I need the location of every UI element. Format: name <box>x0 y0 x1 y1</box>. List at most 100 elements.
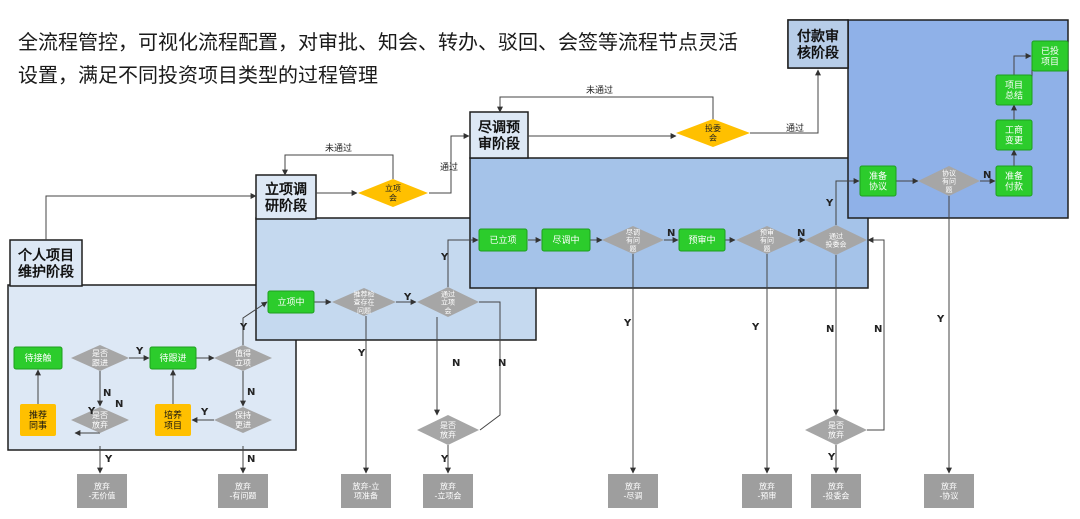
node-layer: 待接触推荐同事是否跟进是否放弃待跟进培养项目值得立项保持更进立项中推荐检查存在问… <box>13 40 1069 508</box>
outcome-label-line: 放弃 <box>440 481 456 491</box>
connector <box>447 237 479 287</box>
node-lixianghui: 立项会 <box>358 179 428 207</box>
node-label-line: 立项中 <box>277 296 304 308</box>
outcome-label-line: -协议 <box>940 491 959 501</box>
node-label-line: 待跟进 <box>159 352 186 364</box>
node-box <box>859 165 897 197</box>
node-label-line: 题 <box>764 245 771 253</box>
stage-title-s2-line: 立项调 <box>265 181 307 198</box>
node-label-line: 会 <box>709 133 717 143</box>
node-lixiangzhong: 立项中 <box>267 290 315 314</box>
stage-title-s2-line: 研阶段 <box>265 197 307 214</box>
decision-diamond <box>71 407 129 433</box>
node-label-line: 工商 <box>1005 124 1023 136</box>
outcome-label-line: -投委会 <box>823 491 850 501</box>
node-box <box>13 346 63 370</box>
node-label-line: 是否 <box>92 349 108 358</box>
node-box <box>995 119 1033 151</box>
node-label-line: 会 <box>389 193 397 203</box>
outcome-label-line: -预审 <box>758 491 777 501</box>
node-label-line: 项目 <box>164 421 182 432</box>
edge-label: Y <box>936 314 945 325</box>
node-box <box>541 228 591 252</box>
node-touweihui: 投委会 <box>676 119 750 147</box>
decision-diamond <box>417 287 479 317</box>
node-label-line: 是否 <box>440 421 456 430</box>
connector <box>835 178 860 225</box>
edge-label: Y <box>403 292 412 303</box>
node-label-line: 问题 <box>357 307 371 315</box>
connector-layer <box>35 53 1033 474</box>
node-box <box>995 165 1033 197</box>
outcome-label-line: -有问题 <box>230 491 257 501</box>
node-box <box>155 404 191 436</box>
node-box <box>678 228 726 252</box>
edge-label: Y <box>200 407 209 418</box>
outcome-o2: 放弃-有问题 <box>218 474 268 508</box>
decision-diamond <box>358 179 428 207</box>
outcome-label-line: 放弃 <box>941 481 957 491</box>
edge-label: Y <box>440 454 449 465</box>
decision-diamond <box>332 288 396 316</box>
node-label-line: 协议 <box>942 168 956 177</box>
stage-title-s3-line: 审阶段 <box>478 135 520 152</box>
edge-label: Y <box>87 406 96 417</box>
edge-label: N <box>498 358 506 369</box>
outcome-o8: 放弃-协议 <box>924 474 974 508</box>
outcome-label-line: 放弃 <box>759 481 775 491</box>
node-label-line: 题 <box>946 186 953 194</box>
stage-title-s1-line: 维护阶段 <box>18 263 74 280</box>
intro-line-1: 全流程管控，可视化流程配置，对审批、知会、转办、驳回、会签等流程节点灵活 <box>18 30 738 54</box>
decision-diamond <box>918 166 980 196</box>
node-label-line: 准备 <box>1005 170 1023 182</box>
node-label-line: 值得 <box>235 348 251 358</box>
edge-label: N <box>667 228 675 239</box>
edge-label: N <box>247 454 255 465</box>
connector <box>429 133 470 194</box>
node-label-line: 已投 <box>1041 45 1059 57</box>
node-label-line: 放弃 <box>440 430 456 440</box>
node-label-line: 通过 <box>829 231 843 240</box>
node-box <box>478 228 528 252</box>
outcome-o6: 放弃-预审 <box>742 474 792 508</box>
stage-title-s1-line: 个人项目 <box>17 247 74 264</box>
node-label-line: 有问 <box>942 177 956 186</box>
node-label-line: 培养 <box>164 409 182 421</box>
outcome-label-line: -尽调 <box>624 492 643 501</box>
edge-label: 通过 <box>440 161 458 173</box>
outcome-box <box>218 474 268 508</box>
node-box <box>20 404 56 436</box>
node-label-line: 尽调 <box>626 227 640 236</box>
node-label-line: 立项 <box>385 183 401 193</box>
outcome-box <box>811 474 861 508</box>
outcome-box <box>742 474 792 508</box>
edge-label: N <box>797 228 805 239</box>
node-label-line: 题 <box>630 245 637 253</box>
node-daijiechu: 待接触 <box>13 346 63 370</box>
node-yushenzhong: 预审中 <box>678 228 726 252</box>
stage-title-s4-line: 核阶段 <box>797 44 839 61</box>
edge-label: Y <box>135 346 144 357</box>
intro-line-2: 设置，满足不同投资项目类型的过程管理 <box>18 63 378 87</box>
connector <box>45 193 257 240</box>
edge-label: N <box>247 387 255 398</box>
connector <box>282 154 394 179</box>
connector <box>242 301 268 345</box>
node-label-line: 项目 <box>1041 57 1059 68</box>
node-label-line: 协议 <box>869 181 887 193</box>
outcome-o7: 放弃-投委会 <box>811 474 861 508</box>
stage-title-box <box>469 111 529 159</box>
